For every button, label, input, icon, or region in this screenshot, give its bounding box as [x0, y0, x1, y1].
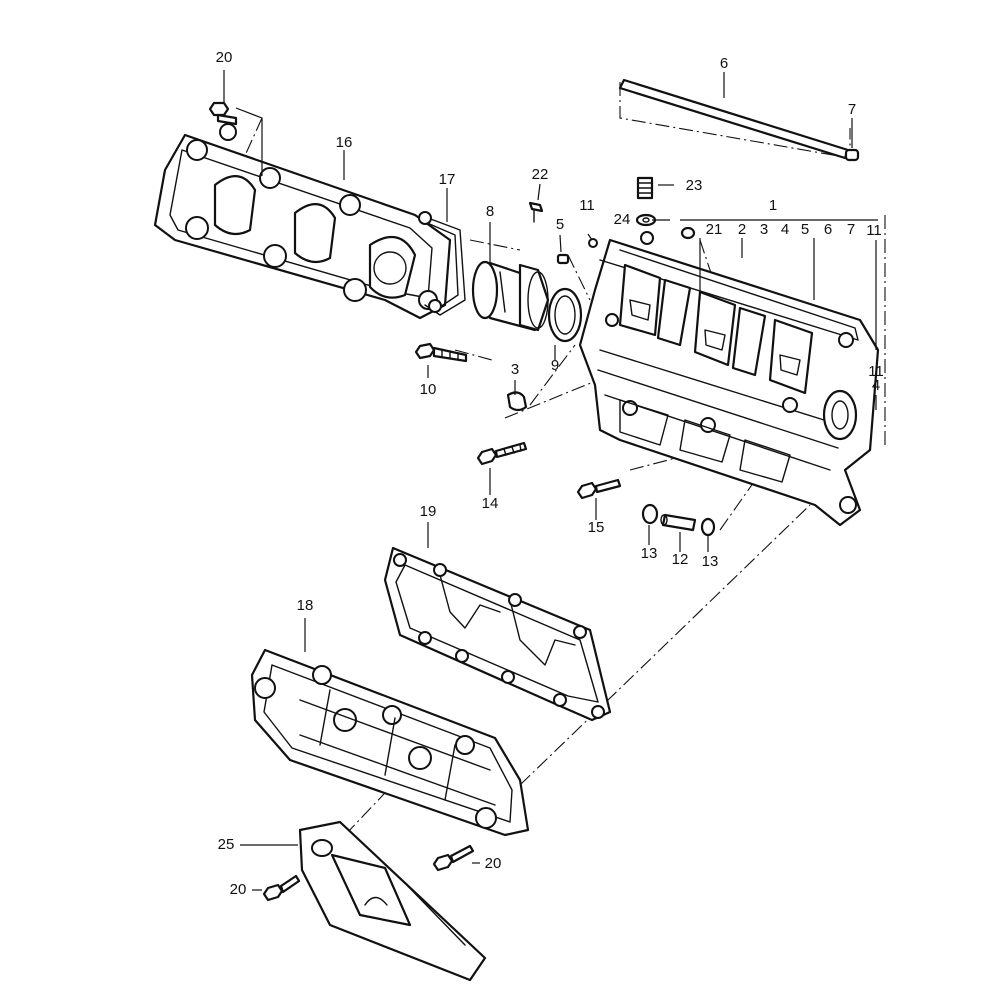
callout-5-row: 5 [801, 221, 809, 238]
callout-20: 20 [216, 49, 233, 66]
part-5-dowel [556, 253, 570, 265]
callout-24: 24 [614, 211, 631, 228]
callout-12: 12 [672, 551, 689, 568]
callout-2: 2 [738, 221, 746, 238]
part-7-cap [844, 148, 860, 162]
callout-14: 14 [482, 495, 499, 512]
callout-20-middle: 20 [485, 855, 502, 872]
part-22-screw [528, 201, 544, 223]
part-20-bolt-lower [262, 874, 301, 902]
callout-13-left: 13 [641, 545, 658, 562]
callout-21: 21 [706, 221, 723, 238]
callout-25: 25 [218, 836, 235, 853]
part-20-bolt-middle [432, 844, 475, 872]
part-3-plug [506, 391, 528, 412]
part-13-seal-right [700, 517, 716, 537]
callout-18: 18 [297, 597, 314, 614]
callout-1: 1 [769, 197, 777, 214]
callout-8: 8 [486, 203, 494, 220]
callout-17: 17 [439, 171, 456, 188]
part-13-seal-left [641, 503, 659, 525]
part-20-bolt-top [208, 101, 238, 126]
part-19-gasket [383, 546, 612, 722]
callout-6-row: 6 [824, 221, 832, 238]
callout-4-row: 4 [781, 221, 789, 238]
part-16-cam-cover [153, 123, 452, 320]
part-9-o-ring [547, 287, 583, 343]
callout-7-row: 7 [847, 221, 855, 238]
callout-15: 15 [588, 519, 605, 536]
part-25-shield [298, 820, 487, 982]
callout-11: 11 [579, 197, 595, 214]
callout-22: 22 [532, 166, 549, 183]
callouts: 20 16 17 8 22 23 24 6 7 11 5 21 1 2 3 4 … [216, 49, 884, 898]
part-1-cylinder-head [578, 231, 880, 527]
callout-11-row: 11 [866, 222, 882, 239]
callout-16: 16 [336, 134, 353, 151]
part-8-housing [471, 260, 550, 332]
leader-lines [223, 70, 878, 891]
callout-19: 19 [420, 503, 437, 520]
callout-4: 4 [872, 377, 880, 394]
part-17-cover-gasket [418, 211, 466, 316]
callout-9: 9 [551, 357, 559, 374]
part-23-fitting [636, 176, 654, 200]
part-18-lower-cover [250, 648, 530, 837]
callout-23: 23 [686, 177, 703, 194]
callout-11-side: 11 [868, 363, 884, 380]
callout-6-top: 6 [720, 55, 728, 72]
part-10-bolt [414, 342, 468, 363]
callout-3: 3 [511, 361, 519, 378]
part-12-tube [660, 513, 697, 532]
callout-13-right: 13 [702, 553, 719, 570]
callout-3-row: 3 [760, 221, 768, 238]
callout-5: 5 [556, 216, 564, 233]
part-14-bolt [476, 441, 528, 466]
part-11-ball [588, 238, 598, 248]
callout-20-lower: 20 [230, 881, 247, 898]
callout-7-top: 7 [848, 101, 856, 118]
part-6-rod [618, 78, 850, 160]
part-21-sleeve [680, 226, 696, 240]
callout-10: 10 [420, 381, 437, 398]
part-15-bolt [576, 478, 622, 500]
